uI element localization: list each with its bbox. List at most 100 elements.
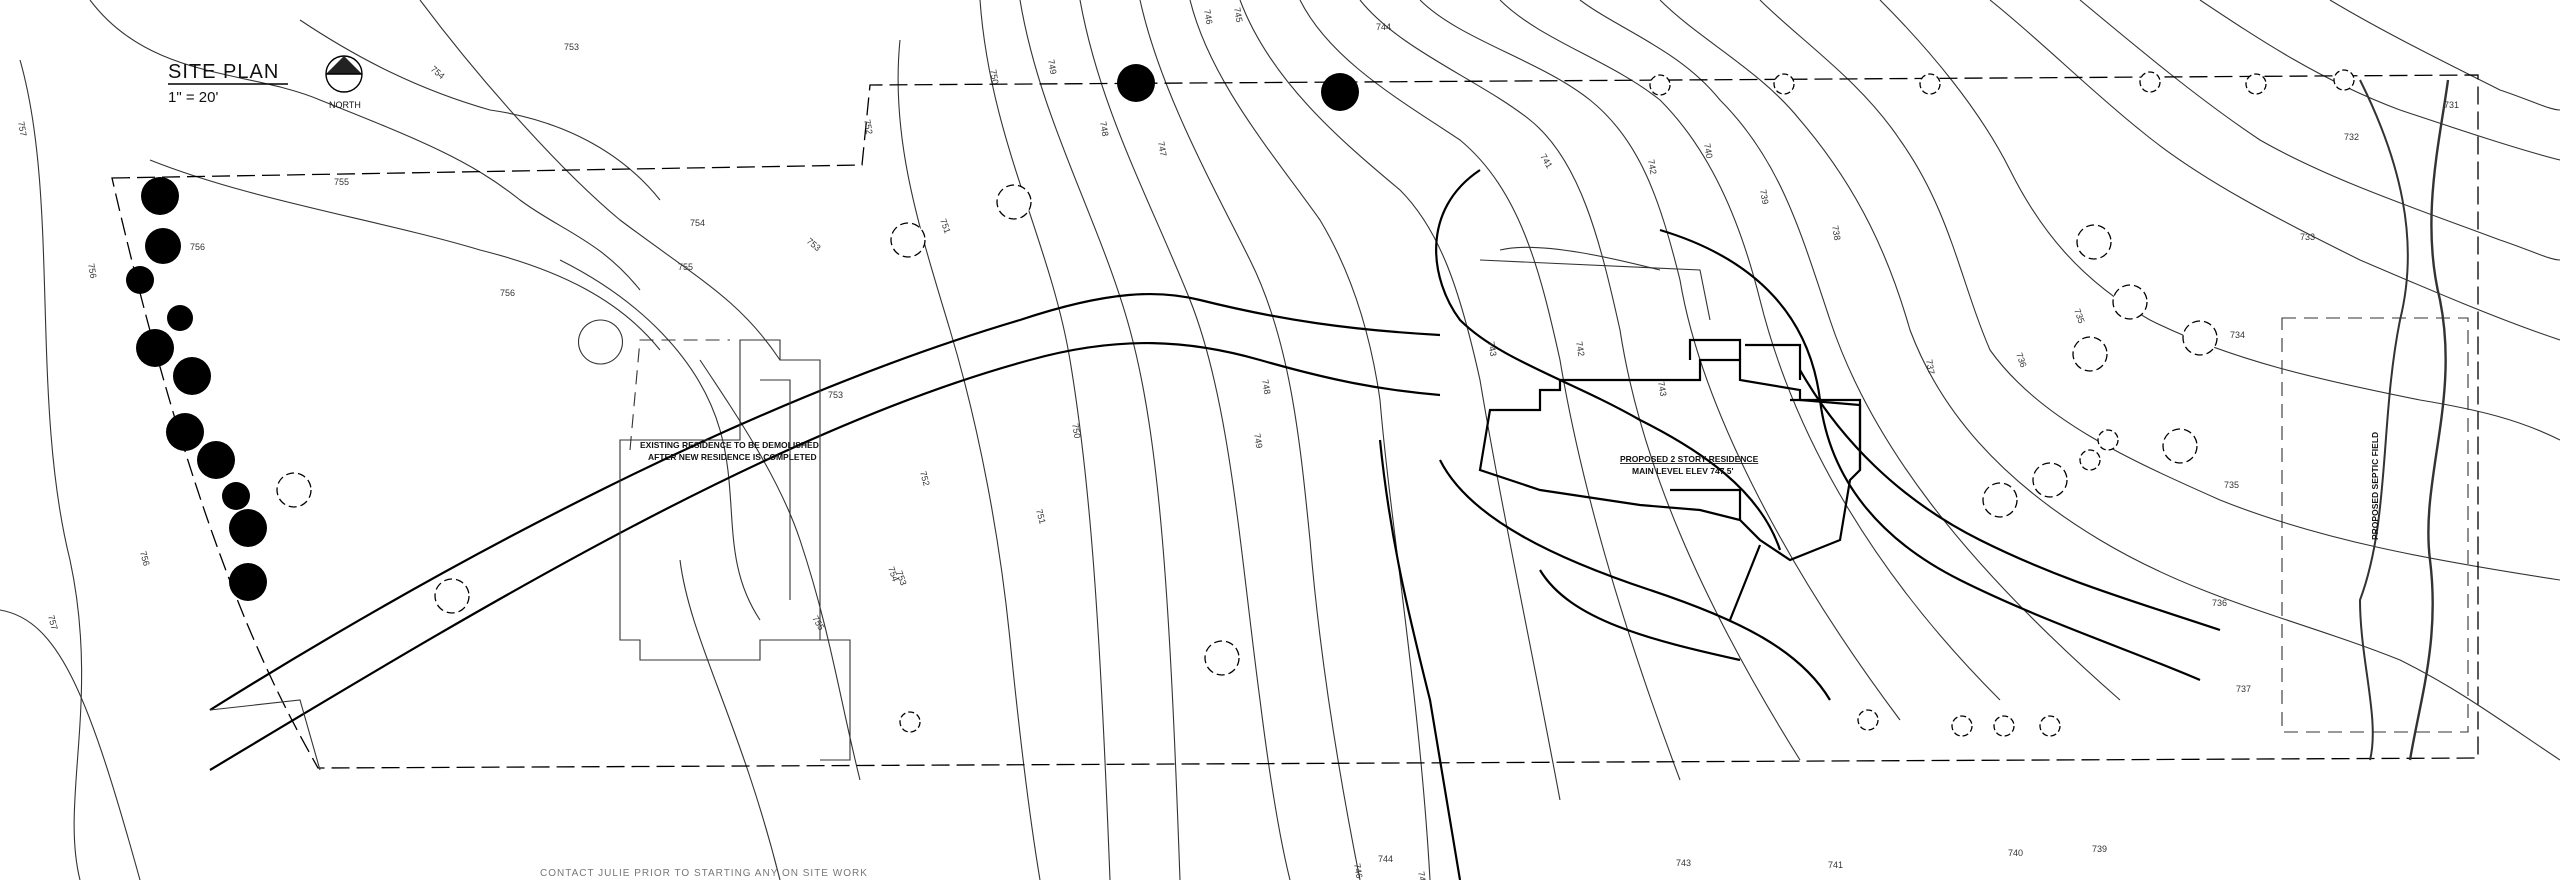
contour-label: 753 — [564, 42, 579, 52]
trees-outline — [276, 69, 2355, 737]
contour-label: 757 — [16, 121, 28, 138]
contour-label: 754 — [886, 565, 901, 583]
tree-outline-icon — [1649, 74, 1671, 96]
contour-label: 753 — [894, 569, 909, 587]
contour-label: 746 — [1202, 9, 1214, 26]
contour-label: 743 — [1676, 858, 1691, 868]
contour-label: 756 — [138, 550, 152, 567]
tree-outline-icon — [2245, 73, 2267, 95]
contour-label: 749 — [1046, 59, 1058, 76]
contour-label: 742 — [1574, 341, 1586, 358]
tree-solid-icon — [136, 329, 174, 367]
contour-label: 738 — [1830, 225, 1842, 242]
tree-solid-icon — [222, 482, 250, 510]
tree-solid-icon — [167, 305, 193, 331]
tree-outline-icon — [1919, 73, 1941, 95]
contour-label: 756 — [190, 242, 205, 252]
proposed-note-line-2: MAIN LEVEL ELEV 747.5' — [1632, 466, 1734, 476]
contour-label: 756 — [86, 263, 98, 280]
tree-outline-icon — [2112, 284, 2148, 320]
tree-solid-icon — [229, 509, 267, 547]
contour-label: 740 — [1702, 143, 1714, 160]
north-label: NORTH — [329, 100, 361, 110]
tree-solid-icon — [173, 357, 211, 395]
tree-outline-icon — [2333, 69, 2355, 91]
contour-label: 745 — [1232, 7, 1244, 24]
driveway — [209, 292, 1441, 771]
contour-label: 752 — [862, 119, 874, 136]
contour-label: 734 — [2230, 330, 2245, 340]
tree-outline-icon — [996, 184, 1032, 220]
proposed-residence — [1478, 246, 1862, 621]
property-boundary — [111, 74, 2479, 769]
tree-solid-icon — [141, 177, 179, 215]
tree-outline-icon — [1857, 709, 1879, 731]
contour-label: 732 — [2344, 132, 2359, 142]
tree-outline-icon — [1993, 715, 2015, 737]
tree-outline-icon — [2072, 336, 2108, 372]
contour-label: 735 — [2072, 307, 2087, 325]
contour-labels: 757 756 756 757 756 756 755 755 754 754 … — [16, 7, 2459, 880]
tree-solid-icon — [166, 413, 204, 451]
contour-label: 735 — [2224, 480, 2239, 490]
contour-label: 754 — [690, 218, 705, 228]
existing-residence — [577, 319, 851, 761]
contour-label: 755 — [334, 177, 349, 187]
contour-label: 757 — [46, 614, 60, 631]
contour-label: 744 — [1376, 22, 1391, 32]
tree-solid-icon — [145, 228, 181, 264]
existing-note-line-2: AFTER NEW RESIDENCE IS COMPLETED — [648, 452, 817, 462]
tree-solid-icon — [1321, 73, 1359, 111]
tree-solid-icon — [1117, 64, 1155, 102]
contour-label: 753 — [805, 236, 823, 253]
contour-label: 754 — [429, 64, 447, 81]
tree-outline-icon — [2097, 429, 2119, 451]
tree-outline-icon — [1773, 73, 1795, 95]
tree-outline-icon — [434, 578, 470, 614]
tree-outline-icon — [2039, 715, 2061, 737]
contour-label: 746 — [1352, 863, 1364, 880]
tree-outline-icon — [890, 222, 926, 258]
existing-note-line-1: EXISTING RESIDENCE TO BE DEMOLISHED — [640, 440, 819, 450]
north-arrow-icon — [325, 55, 363, 93]
contour-label: 748 — [1260, 379, 1272, 396]
contour-label: 740 — [2008, 848, 2023, 858]
contour-label: 736 — [2212, 598, 2227, 608]
contour-label: 742 — [1646, 159, 1658, 176]
contour-label: 736 — [2014, 351, 2029, 369]
contour-label: 741 — [1538, 152, 1554, 170]
contour-label: 739 — [2092, 844, 2107, 854]
tree-outline-icon — [2162, 428, 2198, 464]
proposed-note-line-1: PROPOSED 2 STORY RESIDENCE — [1620, 454, 1759, 464]
contour-label: 737 — [1924, 359, 1936, 376]
contour-label: 733 — [2300, 232, 2315, 242]
contour-label: 749 — [1252, 433, 1264, 450]
contour-label: 750 — [988, 69, 1000, 86]
tree-outline-icon — [899, 711, 921, 733]
tree-outline-icon — [2032, 462, 2068, 498]
contour-label: 750 — [1070, 423, 1082, 440]
contour-label: 752 — [918, 470, 932, 487]
plan-scale: 1" = 20' — [168, 89, 218, 106]
contour-label: 747 — [1156, 141, 1168, 158]
tree-solid-icon — [229, 563, 267, 601]
contour-label: 751 — [938, 217, 953, 235]
contour-label: 743 — [1656, 381, 1668, 398]
tree-outline-icon — [2079, 449, 2101, 471]
contour-label: 755 — [810, 614, 826, 632]
septic-field-label: PROPOSED SEPTIC FIELD — [2370, 432, 2380, 540]
contour-label: 739 — [1758, 189, 1770, 206]
tree-outline-icon — [2182, 320, 2218, 356]
contour-label: 737 — [2236, 684, 2251, 694]
trees-solid — [126, 64, 1359, 601]
contour-label: 731 — [2444, 100, 2459, 110]
septic-field — [2281, 79, 2469, 761]
tree-outline-icon — [276, 472, 312, 508]
contour-label: 743 — [1486, 341, 1498, 358]
contour-label: 745 — [1416, 871, 1428, 880]
tree-solid-icon — [126, 266, 154, 294]
tree-outline-icon — [2139, 71, 2161, 93]
contour-label: 753 — [828, 390, 843, 400]
